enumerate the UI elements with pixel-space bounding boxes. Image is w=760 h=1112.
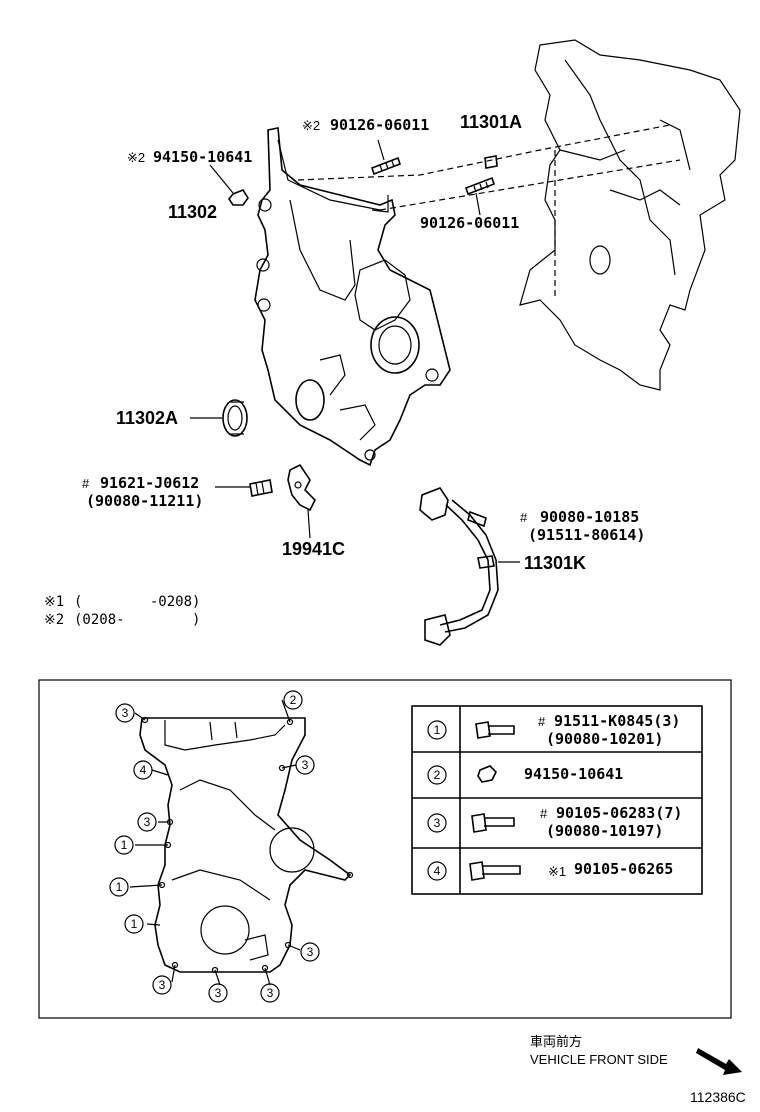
front-direction-arrow-icon [696,1048,742,1075]
note-mark-label: ※2 [127,150,145,165]
svg-text:※1: ※1 [548,864,566,879]
svg-text:1: 1 [434,723,441,737]
svg-text:#: # [538,714,546,729]
svg-text:3: 3 [159,978,166,992]
note-mark-label: # [82,476,90,491]
nut-94150 [209,164,249,206]
stud-90126-mid [464,176,496,216]
svg-text:90105-06265: 90105-06265 [574,860,673,878]
part-number-label: 11302A [116,408,178,428]
part-number-label: 11302 [168,202,217,222]
callout-circle: 3 [137,812,157,832]
part-number-label: 94150-10641 [153,148,252,166]
stud-90126-top [370,139,402,176]
alignment-lines [297,124,681,300]
dowel-11301A [484,155,498,169]
bolt-legend-table: 1 # 91511-K0845(3) (90080-10201) 2 94150… [411,705,703,895]
svg-text:4: 4 [434,864,441,878]
svg-text:1: 1 [121,838,128,852]
bracket-19941C [215,463,316,539]
svg-text:94150-10641: 94150-10641 [524,765,623,783]
footnote-mark: ※2 [44,612,64,628]
footnote-mark: ※1 [44,594,64,610]
svg-text:2: 2 [434,768,441,782]
svg-text:2: 2 [290,693,297,707]
callout-circle: 3 [115,703,135,723]
callout-numbers: 3 2 4 3 3 1 1 1 3 3 3 3 [109,690,320,1003]
svg-text:(90080-10201): (90080-10201) [546,730,663,748]
callout-circle: 3 [208,983,228,1003]
svg-text:3: 3 [434,816,441,830]
callout-circle: 1 [109,877,129,897]
callout-circle: 1 [124,914,144,934]
front-side-label-jp: 車両前方 [530,1034,582,1049]
callout-circle: 3 [152,975,172,995]
table-row: 4 ※1 90105-06265 [427,860,673,881]
timing-cover-11302 [254,127,451,467]
part-number-label: (91511-80614) [528,526,645,544]
part-number-label: 11301A [460,112,522,132]
part-number-label: (90080-11211) [86,492,203,510]
svg-text:(90080-10197): (90080-10197) [546,822,663,840]
note-mark-label: # [520,510,528,525]
svg-text:1: 1 [131,917,138,931]
front-side-label: VEHICLE FRONT SIDE [530,1052,668,1067]
callout-circle: 3 [295,755,315,775]
svg-text:3: 3 [122,706,129,720]
callout-circle: 1 [114,835,134,855]
svg-text:3: 3 [307,945,314,959]
part-number-label: 90126-06011 [420,214,519,232]
bolt-location-view [129,699,354,986]
table-row: 2 94150-10641 [427,765,623,785]
callout-circle: 3 [300,942,320,962]
table-row: 1 # 91511-K0845(3) (90080-10201) [427,712,680,748]
svg-text:3: 3 [267,986,274,1000]
callout-circle: 3 [260,983,280,1003]
table-row: 3 # 90105-06283(7) (90080-10197) [427,804,682,840]
svg-text:3: 3 [215,986,222,1000]
footnote-text: ( -0208) [74,594,200,610]
footer: 車両前方 VEHICLE FRONT SIDE 112386C [530,1034,746,1105]
svg-text:1: 1 [116,880,123,894]
callout-circle: 4 [133,760,153,780]
svg-text:#: # [540,806,548,821]
part-number-label: 11301K [524,553,586,573]
note-mark-label: ※2 [302,118,320,133]
svg-text:4: 4 [140,763,147,777]
part-labels: ※2 90126-06011 11301A ※2 94150-10641 113… [82,112,645,573]
engine-block-outline [519,39,741,391]
part-number-label: 90126-06011 [330,116,429,134]
part-number-label: 19941C [282,539,345,559]
svg-text:90105-06283(7): 90105-06283(7) [556,804,682,822]
sensor-11301K [419,487,520,646]
oil-seal-11302A [190,399,248,437]
footnote-text: (0208- ) [74,612,200,628]
part-number-label: 91621-J0612 [100,474,199,492]
part-number-label: 90080-10185 [540,508,639,526]
svg-text:3: 3 [144,815,151,829]
svg-text:91511-K0845(3): 91511-K0845(3) [554,712,680,730]
bolt-location-frame [38,679,732,1019]
callout-circle: 2 [283,690,303,710]
footnotes: ※1 ( -0208) ※2 (0208- ) [44,594,200,628]
svg-text:3: 3 [302,758,309,772]
figure-id: 112386C [690,1089,746,1105]
